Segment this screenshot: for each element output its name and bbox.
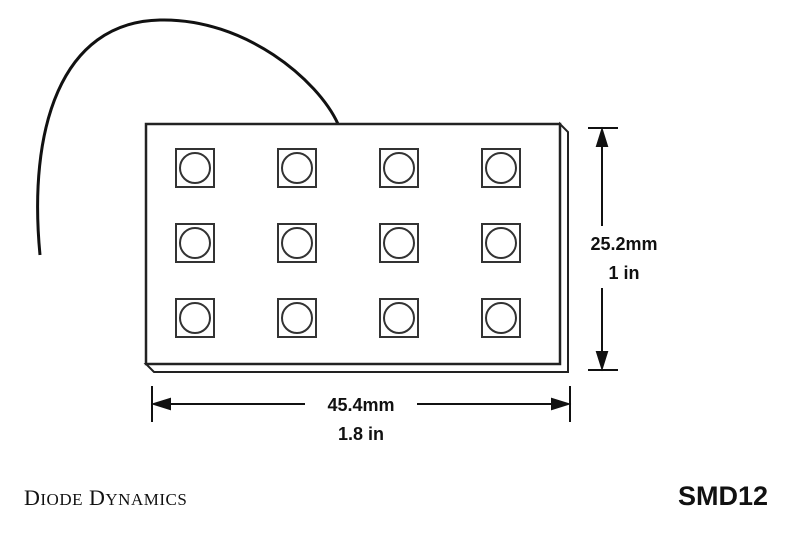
led-chip: [379, 148, 419, 188]
led-chip: [481, 298, 521, 338]
led-chip: [277, 148, 317, 188]
led-chip: [481, 148, 521, 188]
model-name: SMD12: [678, 481, 768, 511]
led-lens: [383, 302, 415, 334]
led-chip: [277, 298, 317, 338]
height-mm-label: 25.2mm: [590, 234, 657, 254]
led-lens: [281, 227, 313, 259]
led-chip: [481, 223, 521, 263]
width-in-label: 1.8 in: [338, 424, 384, 444]
led-lens: [383, 227, 415, 259]
led-lens: [485, 152, 517, 184]
led-lens: [281, 302, 313, 334]
led-chip: [175, 223, 215, 263]
led-lens: [485, 227, 517, 259]
led-lens: [179, 227, 211, 259]
width-dimension: [150, 386, 572, 422]
led-chip: [379, 223, 419, 263]
led-lens: [281, 152, 313, 184]
led-lens: [179, 152, 211, 184]
led-chip: [175, 148, 215, 188]
led-lens: [485, 302, 517, 334]
led-lens: [179, 302, 211, 334]
led-chip: [379, 298, 419, 338]
width-mm-label: 45.4mm: [327, 395, 394, 415]
brand-logo: DIODE DYNAMICS: [24, 485, 187, 510]
wire: [36, 18, 340, 256]
led-chip: [277, 223, 317, 263]
height-dimension: [588, 126, 618, 372]
height-in-label: 1 in: [608, 263, 639, 283]
led-lens: [383, 152, 415, 184]
led-chip: [175, 298, 215, 338]
